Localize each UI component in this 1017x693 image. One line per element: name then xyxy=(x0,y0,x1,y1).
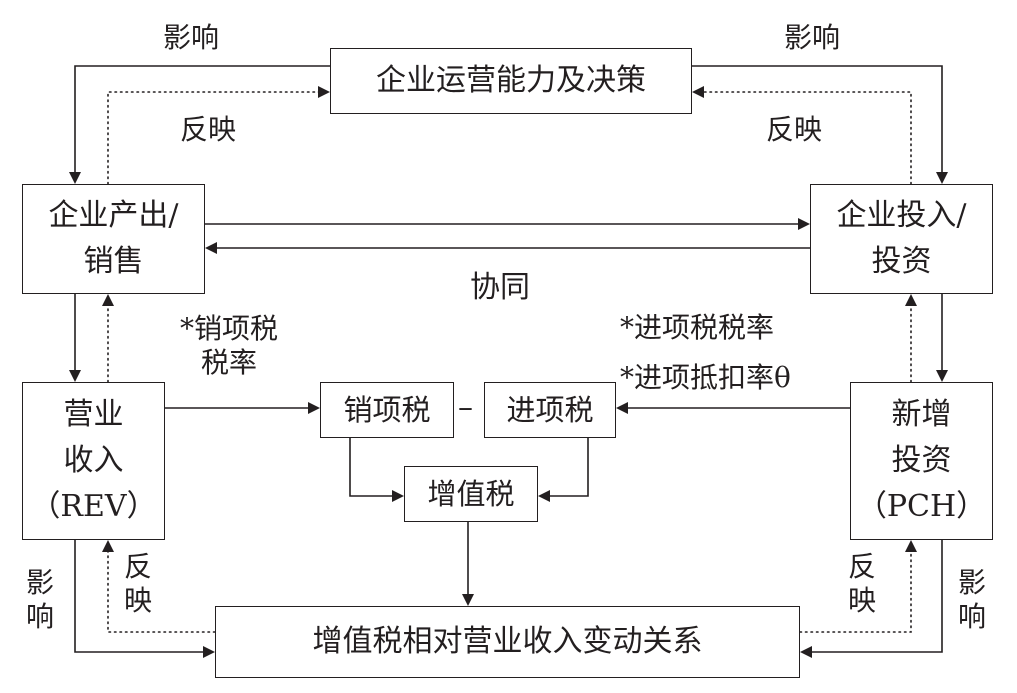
box-new-investment: 新增 投资 （PCH） xyxy=(850,382,993,540)
arrow-output-tax-to-vat xyxy=(349,438,394,497)
label-influence-bottom-left-char1: 影 xyxy=(26,566,55,599)
arrow-influence-decision-to-input xyxy=(692,65,943,174)
arrow-reflect-relation-to-rev xyxy=(107,549,216,633)
box-vat-label: 增值税 xyxy=(427,477,515,511)
label-influence-top-left: 影响 xyxy=(163,21,220,54)
arrowhead xyxy=(538,490,550,502)
label-reflect-bottom-right-char2: 映 xyxy=(848,584,877,617)
arrowhead xyxy=(205,242,217,254)
arrowhead xyxy=(69,172,81,184)
arrowhead xyxy=(936,172,948,184)
box-pch-label-line2: 投资 xyxy=(891,443,952,478)
label-influence-bottom-left: 影 响 xyxy=(26,566,54,634)
label-influence-bottom-right: 影 响 xyxy=(958,566,986,634)
label-influence-top-right: 影响 xyxy=(784,21,841,54)
box-rev-label-line1: 营业 xyxy=(63,397,124,432)
box-input-tax-label: 进项税 xyxy=(506,393,594,427)
arrowhead xyxy=(102,294,114,306)
arrow-reflect-relation-to-pch xyxy=(799,549,912,633)
box-input-label-line1: 企业投入/ xyxy=(836,198,967,233)
label-input-tax-rate: *进项税税率 xyxy=(620,311,775,344)
box-input-investment: 企业投入/ 投资 xyxy=(810,184,993,294)
box-output-label-line2: 销售 xyxy=(83,244,144,279)
label-reflect-top-right: 反映 xyxy=(766,113,823,146)
box-vat-revenue-relation: 增值税相对营业收入变动关系 xyxy=(215,606,800,678)
label-influence-bottom-right-char1: 影 xyxy=(958,566,987,599)
arrowhead xyxy=(392,490,404,502)
box-decision-label: 企业运营能力及决策 xyxy=(376,63,646,98)
box-relation-label: 增值税相对营业收入变动关系 xyxy=(312,624,703,659)
arrowhead xyxy=(462,594,474,606)
box-output-tax: 销项税 xyxy=(320,382,454,438)
arrow-input-tax-to-vat xyxy=(548,438,589,497)
box-rev-label-line3: （REV） xyxy=(30,489,157,524)
arrowhead xyxy=(69,370,81,382)
box-input-tax: 进项税 xyxy=(484,382,616,438)
arrow-reflect-input-to-decision xyxy=(701,91,912,185)
label-reflect-bottom-right: 反 映 xyxy=(848,550,876,618)
label-output-tax-rate-line2: 税率 xyxy=(201,346,258,379)
box-revenue: 营业 收入 （REV） xyxy=(22,382,165,540)
arrowhead xyxy=(692,86,704,98)
label-output-tax-rate: *销项税 税率 xyxy=(180,312,278,380)
arrowhead xyxy=(616,402,628,414)
box-pch-label-line1: 新增 xyxy=(891,397,952,432)
label-synergy: 协同 xyxy=(470,270,530,305)
arrowhead xyxy=(800,646,812,658)
box-output-label-line1: 企业产出/ xyxy=(48,198,179,233)
label-reflect-top-left: 反映 xyxy=(180,113,237,146)
label-reflect-bottom-left: 反 映 xyxy=(124,550,152,618)
arrowhead xyxy=(798,218,810,230)
label-output-tax-rate-line1: *销项税 xyxy=(180,312,279,345)
arrow-influence-decision-to-output xyxy=(74,65,330,174)
box-vat: 增值税 xyxy=(404,466,538,522)
label-deduction-rate: *进项抵扣率θ xyxy=(620,361,791,394)
box-output-sales: 企业产出/ 销售 xyxy=(22,184,205,294)
label-reflect-bottom-left-char1: 反 xyxy=(124,550,153,583)
arrowhead xyxy=(102,540,114,552)
box-output-tax-label: 销项税 xyxy=(343,393,431,427)
box-rev-label-line2: 收入 xyxy=(63,443,124,478)
label-influence-bottom-left-char2: 响 xyxy=(26,600,55,633)
box-decision: 企业运营能力及决策 xyxy=(330,48,692,114)
box-pch-label-line3: （PCH） xyxy=(856,489,987,524)
arrow-influence-rev-to-relation xyxy=(74,540,205,653)
arrowhead xyxy=(905,294,917,306)
label-influence-bottom-right-char2: 响 xyxy=(958,600,987,633)
arrowhead xyxy=(936,370,948,382)
label-reflect-bottom-left-char2: 映 xyxy=(124,584,153,617)
arrowhead xyxy=(308,402,320,414)
arrowhead xyxy=(318,86,330,98)
arrowhead xyxy=(203,646,215,658)
box-input-label-line2: 投资 xyxy=(871,244,932,279)
arrowhead xyxy=(905,540,917,552)
label-reflect-bottom-right-char1: 反 xyxy=(848,550,877,583)
minus-sign: – xyxy=(458,390,473,425)
arrow-influence-pch-to-relation xyxy=(810,540,943,653)
